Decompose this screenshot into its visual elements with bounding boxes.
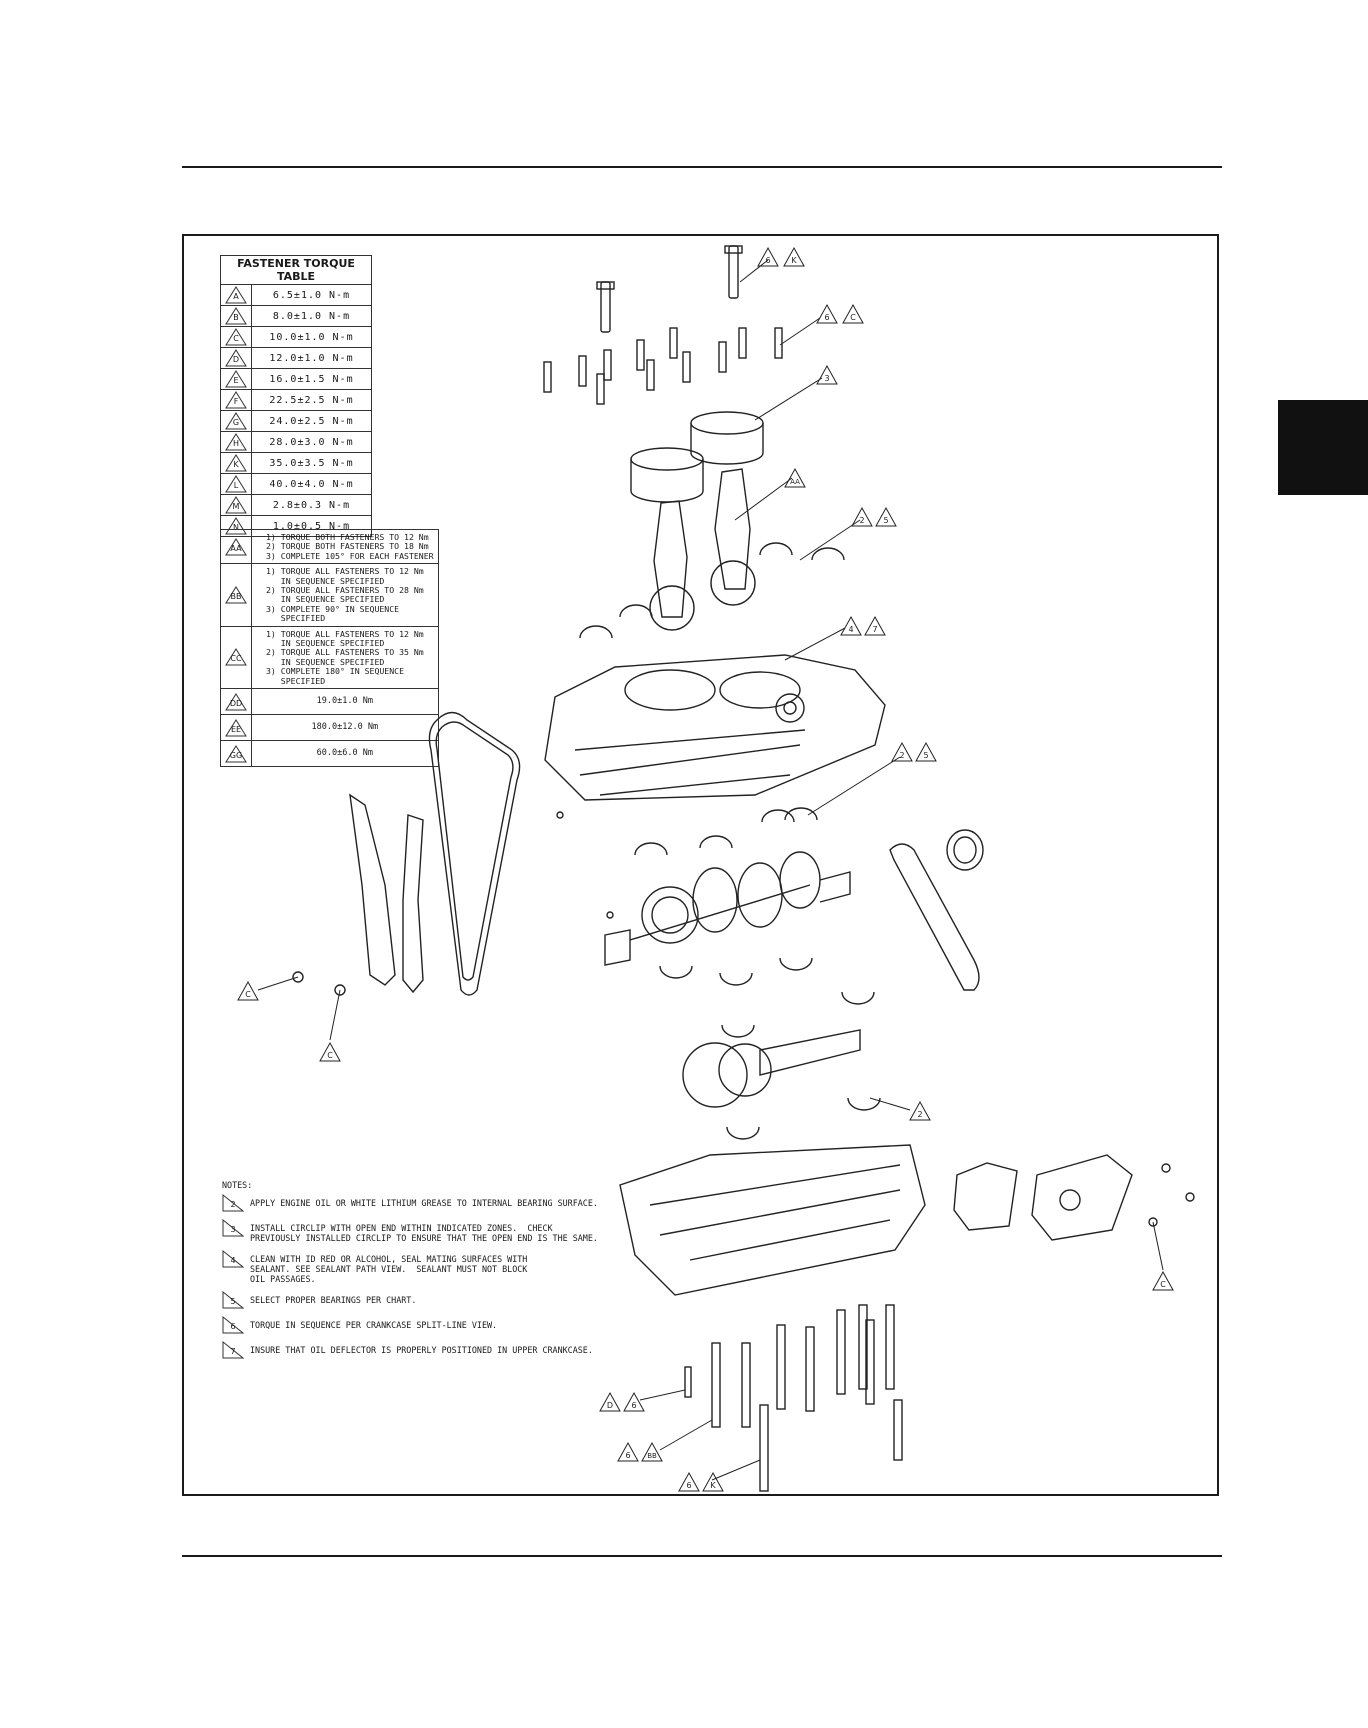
torque-key-triangle: D [225,349,247,367]
torque-key-triangle: A [225,286,247,304]
torque-key-triangle: K [225,454,247,472]
torque-key-triangle: B [225,307,247,325]
torque-key-triangle: M [225,496,247,514]
header-rule [182,166,1222,168]
extra-key-triangle: EE [225,718,247,737]
chapter-tab [1278,400,1368,495]
notes-title: NOTES: [222,1180,253,1190]
sequence-key-triangle: CC [225,648,247,666]
note-key-triangle: 6 [222,1316,244,1334]
torque-key-triangle: G [225,412,247,430]
sequence-key-triangle: BB [225,585,247,604]
torque-key-triangle: H [225,433,247,451]
footer-rule [182,1555,1222,1557]
diagram-frame [182,234,1219,1496]
torque-key-triangle: F [225,391,247,409]
torque-key-triangle: C [225,328,247,346]
note-key-triangle: 2 [222,1194,244,1212]
note-key-triangle: 7 [222,1341,244,1359]
torque-table-title: FASTENER TORQUE TABLE [220,255,372,285]
torque-key-triangle: E [225,370,247,388]
note-key-triangle: 3 [222,1219,244,1237]
torque-key-triangle: L [225,475,247,493]
extra-key-triangle: GG [225,744,247,763]
sequence-key-triangle: AA [225,537,247,556]
note-key-triangle: 4 [222,1250,244,1268]
note-key-triangle: 5 [222,1291,244,1309]
extra-key-triangle: DD [225,692,247,711]
